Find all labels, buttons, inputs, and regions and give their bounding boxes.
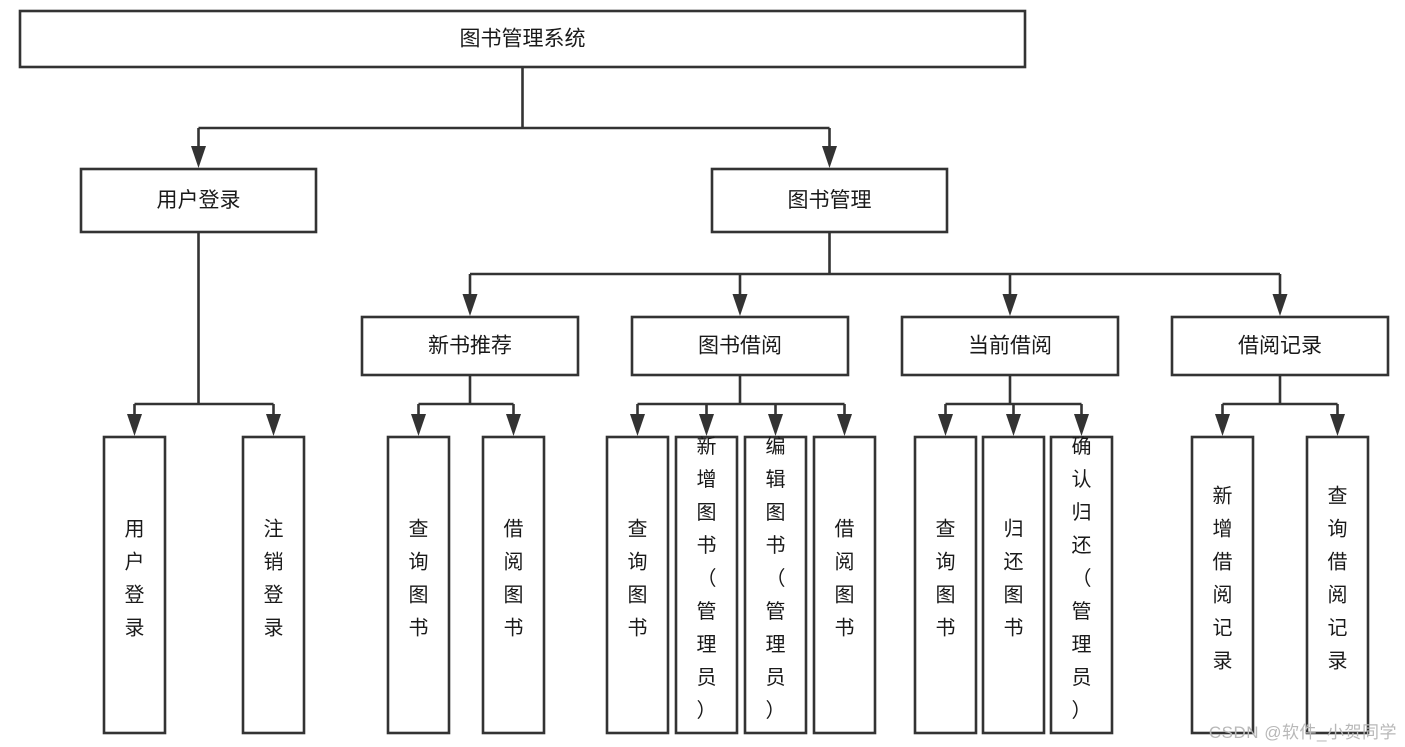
- node-label: 借阅记录: [1238, 335, 1322, 358]
- connector-group-records: [1215, 375, 1345, 436]
- connector-layer: [127, 67, 1345, 436]
- arrow-head-icon: [1074, 414, 1089, 436]
- node-label: 图书借阅: [698, 335, 782, 358]
- node-label: 新增借阅记录: [1213, 485, 1233, 673]
- node-box[interactable]: [386, 435, 451, 735]
- node-box[interactable]: [913, 435, 978, 735]
- node-box[interactable]: [102, 435, 167, 735]
- connector-group-bookmgmt: [462, 232, 1288, 316]
- node-leaf_rec_1[interactable]: 新增借阅记录: [1190, 435, 1255, 735]
- node-borrow[interactable]: 图书借阅: [630, 315, 850, 377]
- node-label: 新书推荐: [428, 335, 512, 358]
- arrow-head-icon: [127, 414, 142, 436]
- node-label: 确认归还（管理员）: [1072, 435, 1092, 722]
- node-label: 借阅图书: [504, 518, 524, 640]
- node-box[interactable]: [1190, 435, 1255, 735]
- node-box[interactable]: [812, 435, 877, 735]
- connector-group-current: [938, 375, 1089, 436]
- node-current[interactable]: 当前借阅: [900, 315, 1120, 377]
- node-box[interactable]: [674, 435, 739, 735]
- node-box[interactable]: [18, 9, 1027, 69]
- node-box[interactable]: [900, 315, 1120, 377]
- node-layer: 图书管理系统用户登录图书管理新书推荐图书借阅当前借阅借阅记录用户登录注销登录查询…: [18, 9, 1390, 735]
- arrow-head-icon: [1006, 414, 1021, 436]
- arrow-head-icon: [822, 146, 837, 168]
- node-leaf_cur_3[interactable]: 确认归还（管理员）: [1049, 435, 1114, 735]
- connector-group-root: [191, 67, 837, 168]
- node-label: 用户登录: [157, 189, 241, 212]
- node-leaf_rec_2[interactable]: 查询借阅记录: [1305, 435, 1370, 735]
- node-box[interactable]: [79, 167, 318, 234]
- node-label: 编辑图书（管理员）: [766, 435, 786, 722]
- node-box[interactable]: [360, 315, 580, 377]
- arrow-head-icon: [732, 294, 748, 316]
- arrow-head-icon: [1215, 414, 1230, 436]
- node-box[interactable]: [710, 167, 949, 234]
- node-leaf_bor_2[interactable]: 新增图书（管理员）: [674, 435, 739, 735]
- arrow-head-icon: [462, 294, 478, 316]
- node-box[interactable]: [481, 435, 546, 735]
- node-label: 图书管理: [788, 189, 872, 212]
- connector-group-newbook: [411, 375, 521, 436]
- node-leaf_bor_3[interactable]: 编辑图书（管理员）: [743, 435, 808, 735]
- node-box[interactable]: [241, 435, 306, 735]
- node-label: 查询图书: [628, 518, 648, 640]
- node-leaf_new_2[interactable]: 借阅图书: [481, 435, 546, 735]
- node-newbook[interactable]: 新书推荐: [360, 315, 580, 377]
- arrow-head-icon: [1272, 294, 1288, 316]
- node-leaf_login_1[interactable]: 用户登录: [102, 435, 167, 735]
- arrow-head-icon: [191, 146, 206, 168]
- arrow-head-icon: [630, 414, 645, 436]
- arrow-head-icon: [1330, 414, 1345, 436]
- arrow-head-icon: [699, 414, 714, 436]
- connector-group-borrow: [630, 375, 852, 436]
- arrow-head-icon: [837, 414, 852, 436]
- node-login[interactable]: 用户登录: [79, 167, 318, 234]
- node-box[interactable]: [1049, 435, 1114, 735]
- node-root[interactable]: 图书管理系统: [18, 9, 1027, 69]
- node-leaf_login_2[interactable]: 注销登录: [241, 435, 306, 735]
- node-records[interactable]: 借阅记录: [1170, 315, 1390, 377]
- node-bookmgmt[interactable]: 图书管理: [710, 167, 949, 234]
- node-box[interactable]: [743, 435, 808, 735]
- node-leaf_new_1[interactable]: 查询图书: [386, 435, 451, 735]
- csdn-watermark: CSDN @软件_小贺同学: [1208, 723, 1397, 742]
- node-label: 当前借阅: [968, 335, 1052, 358]
- node-label: 查询借阅记录: [1328, 485, 1348, 673]
- node-box[interactable]: [630, 315, 850, 377]
- node-box[interactable]: [605, 435, 670, 735]
- node-box[interactable]: [1170, 315, 1390, 377]
- node-label: 注销登录: [264, 518, 284, 640]
- node-leaf_cur_2[interactable]: 归还图书: [981, 435, 1046, 735]
- arrow-head-icon: [1002, 294, 1018, 316]
- node-leaf_cur_1[interactable]: 查询图书: [913, 435, 978, 735]
- node-label: 查询图书: [409, 518, 429, 640]
- node-leaf_bor_4[interactable]: 借阅图书: [812, 435, 877, 735]
- node-leaf_bor_1[interactable]: 查询图书: [605, 435, 670, 735]
- arrow-head-icon: [506, 414, 521, 436]
- node-box[interactable]: [981, 435, 1046, 735]
- node-label: 借阅图书: [835, 518, 855, 640]
- node-label: 用户登录: [125, 519, 145, 640]
- node-label: 新增图书（管理员）: [697, 435, 717, 722]
- arrow-head-icon: [411, 414, 426, 436]
- arrow-head-icon: [266, 414, 281, 436]
- node-label: 图书管理系统: [460, 28, 586, 51]
- arrow-head-icon: [938, 414, 953, 436]
- arrow-head-icon: [768, 414, 783, 436]
- node-label: 查询图书: [936, 518, 956, 640]
- node-box[interactable]: [1305, 435, 1370, 735]
- connector-group-login: [127, 232, 281, 436]
- node-label: 归还图书: [1004, 518, 1024, 640]
